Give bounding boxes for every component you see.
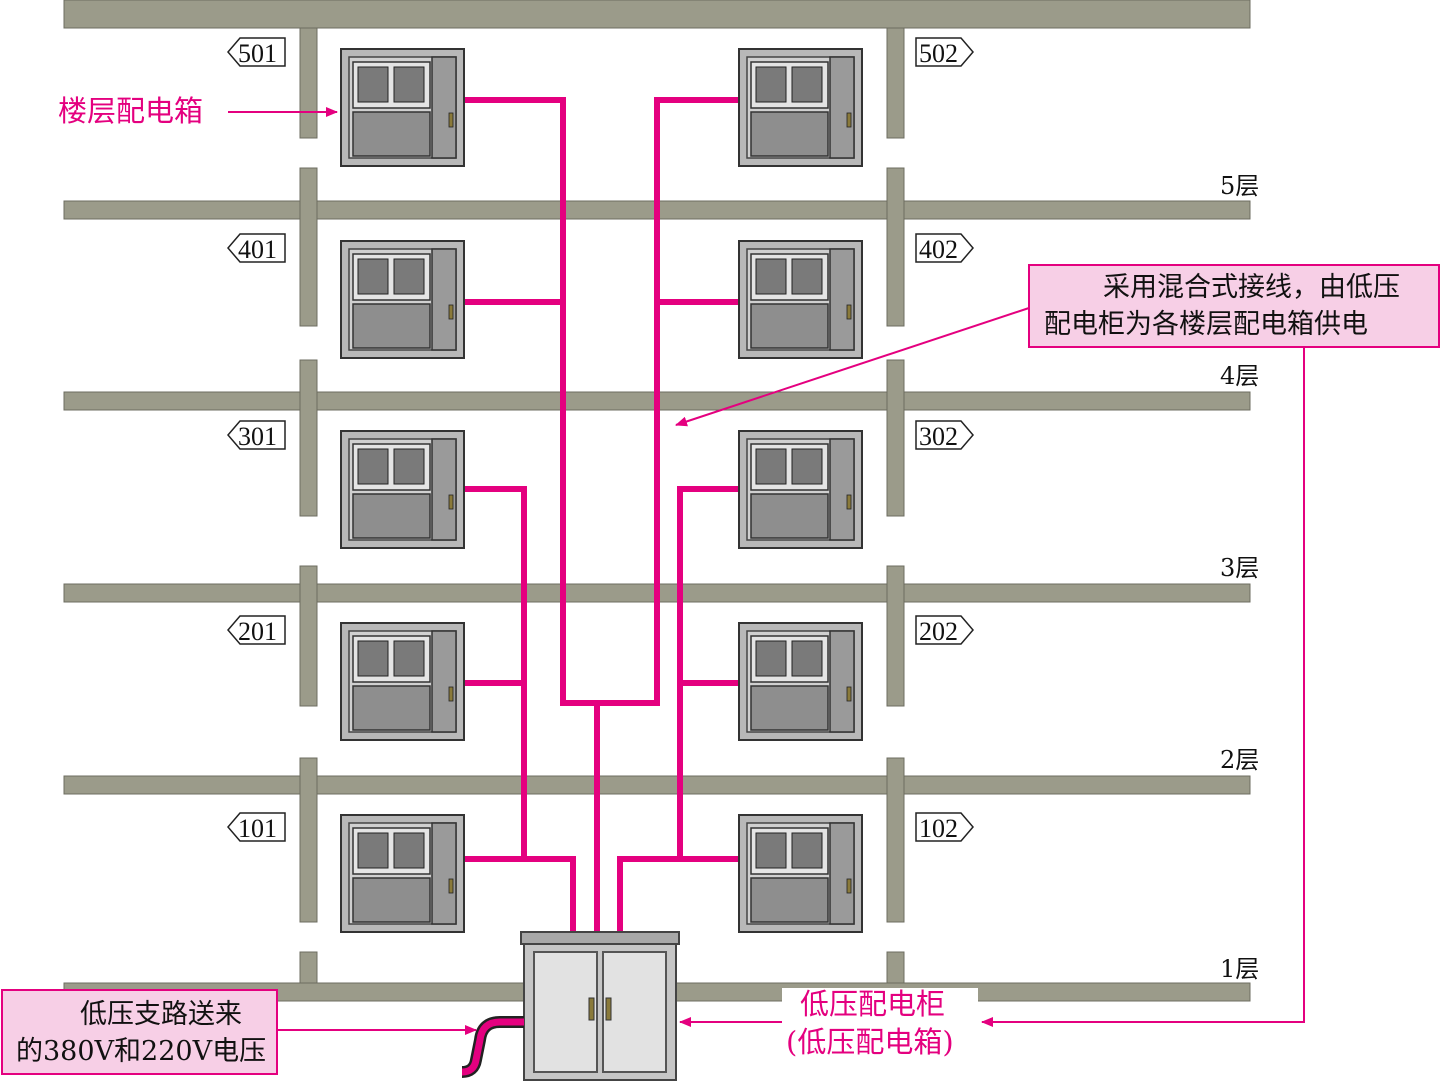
room-number: 301	[238, 422, 277, 451]
floor-box-label-group: 楼层配电箱	[58, 94, 338, 128]
room-tags: 501 401 301 201 101 502 402 302	[227, 37, 974, 843]
wall-column	[299, 757, 318, 923]
cabinet-label-2: (低压配电箱)	[786, 1025, 954, 1059]
room-tag-right: 402	[915, 233, 974, 264]
floor-labels: 5层 4层 3层 2层 1层	[1220, 172, 1259, 983]
wall-column	[886, 565, 905, 707]
wall-column	[299, 27, 318, 139]
mixed-wiring-text-1: 采用混合式接线，由低压	[1103, 272, 1400, 303]
cable-left-5-4	[463, 97, 600, 933]
room-number: 501	[238, 39, 277, 68]
room-number: 302	[919, 422, 958, 451]
room-number: 401	[238, 235, 277, 264]
room-number: 202	[919, 617, 958, 646]
room-number: 502	[919, 39, 958, 68]
wall-column	[299, 167, 318, 327]
room-tag-left: 501	[227, 37, 286, 68]
room-tag-right: 102	[915, 812, 974, 843]
low-voltage-cabinet	[520, 931, 680, 1081]
room-number: 402	[919, 235, 958, 264]
floor-slab	[63, 775, 1251, 795]
floor-distribution-box	[738, 48, 863, 167]
cable-left-3-2-1	[463, 486, 576, 933]
floor-distribution-box	[340, 814, 465, 933]
wall-column	[299, 565, 318, 707]
power-cables	[463, 97, 740, 933]
floor-label-1: 1层	[1220, 955, 1259, 983]
floor-distribution-box	[340, 622, 465, 741]
floor-label-2: 2层	[1220, 746, 1259, 774]
room-tag-left: 401	[227, 233, 286, 264]
room-tag-right: 502	[915, 37, 974, 68]
floor-slab	[63, 0, 1251, 29]
room-tag-right: 302	[915, 420, 974, 451]
cabinet-label-1: 低压配电柜	[800, 987, 945, 1021]
cable-right-5-4	[597, 97, 740, 706]
wall-column	[886, 951, 905, 984]
floor-label-5: 5层	[1220, 172, 1259, 200]
floor-distribution-box	[340, 430, 465, 549]
wall-column	[299, 951, 318, 984]
cable-right-3-2-1	[617, 486, 740, 933]
supply-text-1: 低压支路送来	[80, 999, 242, 1030]
cabinet-label-group: 低压配电柜 (低压配电箱)	[679, 987, 978, 1059]
room-tag-left: 301	[227, 420, 286, 451]
floor-distribution-box	[340, 48, 465, 167]
wall-column	[886, 167, 905, 327]
room-tag-left: 201	[227, 615, 286, 646]
floor-distribution-box	[738, 430, 863, 549]
room-tag-right: 202	[915, 615, 974, 646]
room-number: 101	[238, 814, 277, 843]
floor-distribution-box	[738, 814, 863, 933]
supply-callout: 低压支路送来 的380V和220V电压	[1, 989, 477, 1075]
room-tag-left: 101	[227, 812, 286, 843]
mixed-wiring-text-2: 配电柜为各楼层配电箱供电	[1044, 309, 1368, 340]
wall-column	[886, 27, 905, 139]
room-number: 201	[238, 617, 277, 646]
wall-column	[299, 359, 318, 517]
supply-text-2: 的380V和220V电压	[16, 1036, 266, 1067]
wall-column	[886, 359, 905, 517]
room-number: 102	[919, 814, 958, 843]
floor-distribution-box	[340, 240, 465, 359]
floor-box-label: 楼层配电箱	[58, 94, 203, 128]
floor-label-4: 4层	[1220, 362, 1259, 390]
floor-distribution-box	[738, 622, 863, 741]
floor-distribution-boxes	[340, 48, 863, 933]
incoming-supply-cable	[461, 1016, 524, 1078]
wall-column	[886, 757, 905, 923]
floor-distribution-box	[738, 240, 863, 359]
floor-label-3: 3层	[1220, 554, 1259, 582]
mixed-wiring-callout: 采用混合式接线，由低压 配电柜为各楼层配电箱供电	[675, 264, 1440, 1027]
